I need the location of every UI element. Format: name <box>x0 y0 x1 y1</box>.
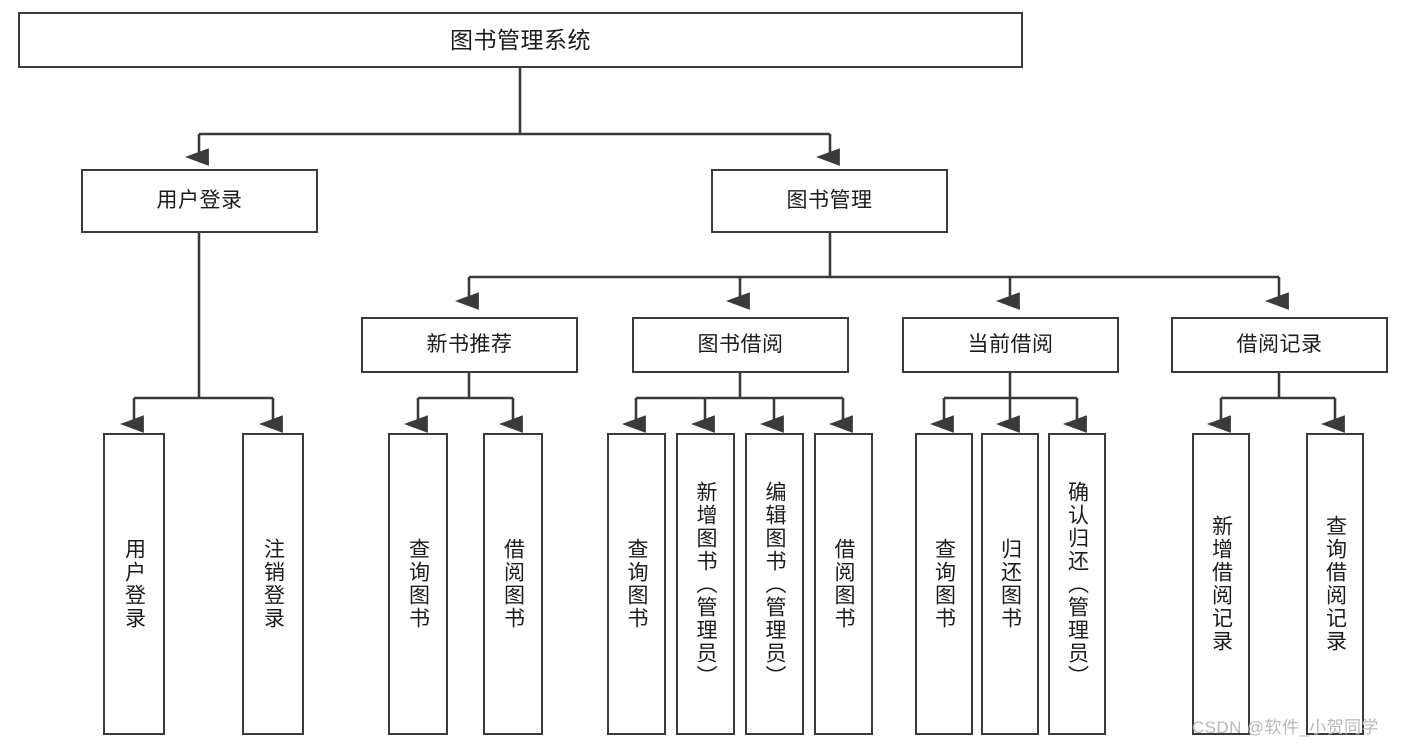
node-new-book-rec[interactable]: 新书推荐 <box>361 317 578 373</box>
node-book-borrow-label: 图书借阅 <box>697 332 784 356</box>
node-leaf-borrow-book-1[interactable]: 借阅图书 <box>483 433 543 735</box>
node-root-label: 图书管理系统 <box>450 26 591 53</box>
node-leaf-query-book-2[interactable]: 查询图书 <box>607 433 666 735</box>
node-leaf-add-record-label: 新增借阅记录 <box>1209 515 1233 653</box>
node-leaf-query-record[interactable]: 查询借阅记录 <box>1306 433 1364 735</box>
node-root[interactable]: 图书管理系统 <box>18 12 1023 68</box>
node-book-manage[interactable]: 图书管理 <box>711 169 948 233</box>
node-book-manage-label: 图书管理 <box>786 188 873 212</box>
node-new-book-rec-label: 新书推荐 <box>426 332 513 356</box>
node-leaf-query-book-1-label: 查询图书 <box>406 538 430 630</box>
node-leaf-edit-book[interactable]: 编辑图书（管理员） <box>745 433 804 735</box>
node-leaf-return-book[interactable]: 归还图书 <box>981 433 1039 735</box>
node-leaf-add-book-label: 新增图书（管理员） <box>694 480 717 688</box>
node-leaf-add-book[interactable]: 新增图书（管理员） <box>676 433 735 735</box>
node-leaf-query-book-1[interactable]: 查询图书 <box>388 433 448 735</box>
node-user-login[interactable]: 用户登录 <box>81 169 318 233</box>
node-leaf-confirm-return[interactable]: 确认归还（管理员） <box>1048 433 1106 735</box>
node-borrow-record-label: 借阅记录 <box>1236 332 1323 356</box>
node-leaf-user-login-label: 用户登录 <box>122 538 146 630</box>
node-leaf-borrow-book-2[interactable]: 借阅图书 <box>814 433 873 735</box>
node-leaf-query-record-label: 查询借阅记录 <box>1323 515 1347 653</box>
node-leaf-user-login[interactable]: 用户登录 <box>103 433 165 735</box>
node-leaf-query-book-2-label: 查询图书 <box>625 538 648 630</box>
node-leaf-borrow-book-2-label: 借阅图书 <box>832 538 855 630</box>
node-book-borrow[interactable]: 图书借阅 <box>632 317 849 373</box>
node-leaf-borrow-book-1-label: 借阅图书 <box>501 538 525 630</box>
node-leaf-confirm-return-label: 确认归还（管理员） <box>1065 480 1089 688</box>
node-leaf-query-book-3[interactable]: 查询图书 <box>915 433 973 735</box>
node-leaf-return-book-label: 归还图书 <box>998 538 1022 630</box>
node-borrow-record[interactable]: 借阅记录 <box>1171 317 1388 373</box>
node-leaf-query-book-3-label: 查询图书 <box>932 538 956 630</box>
csdn-watermark: CSDN @软件_小贺同学 <box>1192 718 1379 737</box>
node-current-borrow-label: 当前借阅 <box>967 332 1054 356</box>
node-current-borrow[interactable]: 当前借阅 <box>902 317 1119 373</box>
node-leaf-logout-label: 注销登录 <box>261 538 285 630</box>
node-leaf-logout[interactable]: 注销登录 <box>242 433 304 735</box>
node-user-login-label: 用户登录 <box>156 188 243 212</box>
node-leaf-add-record[interactable]: 新增借阅记录 <box>1192 433 1250 735</box>
node-leaf-edit-book-label: 编辑图书（管理员） <box>763 480 786 688</box>
